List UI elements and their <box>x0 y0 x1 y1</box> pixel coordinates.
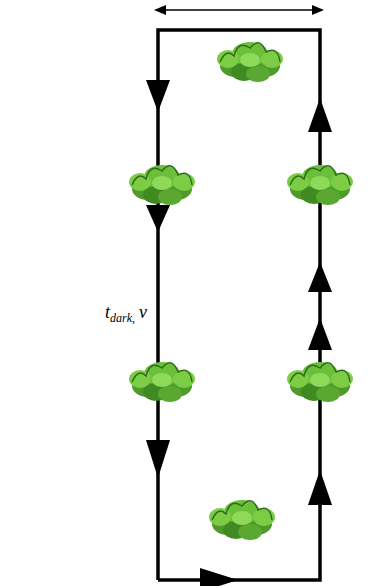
symbol-text: t <box>105 302 110 322</box>
parameter-label: tdark, v <box>104 302 148 326</box>
symbol-text: v <box>139 302 147 322</box>
subscript-text: dark, <box>110 311 135 325</box>
